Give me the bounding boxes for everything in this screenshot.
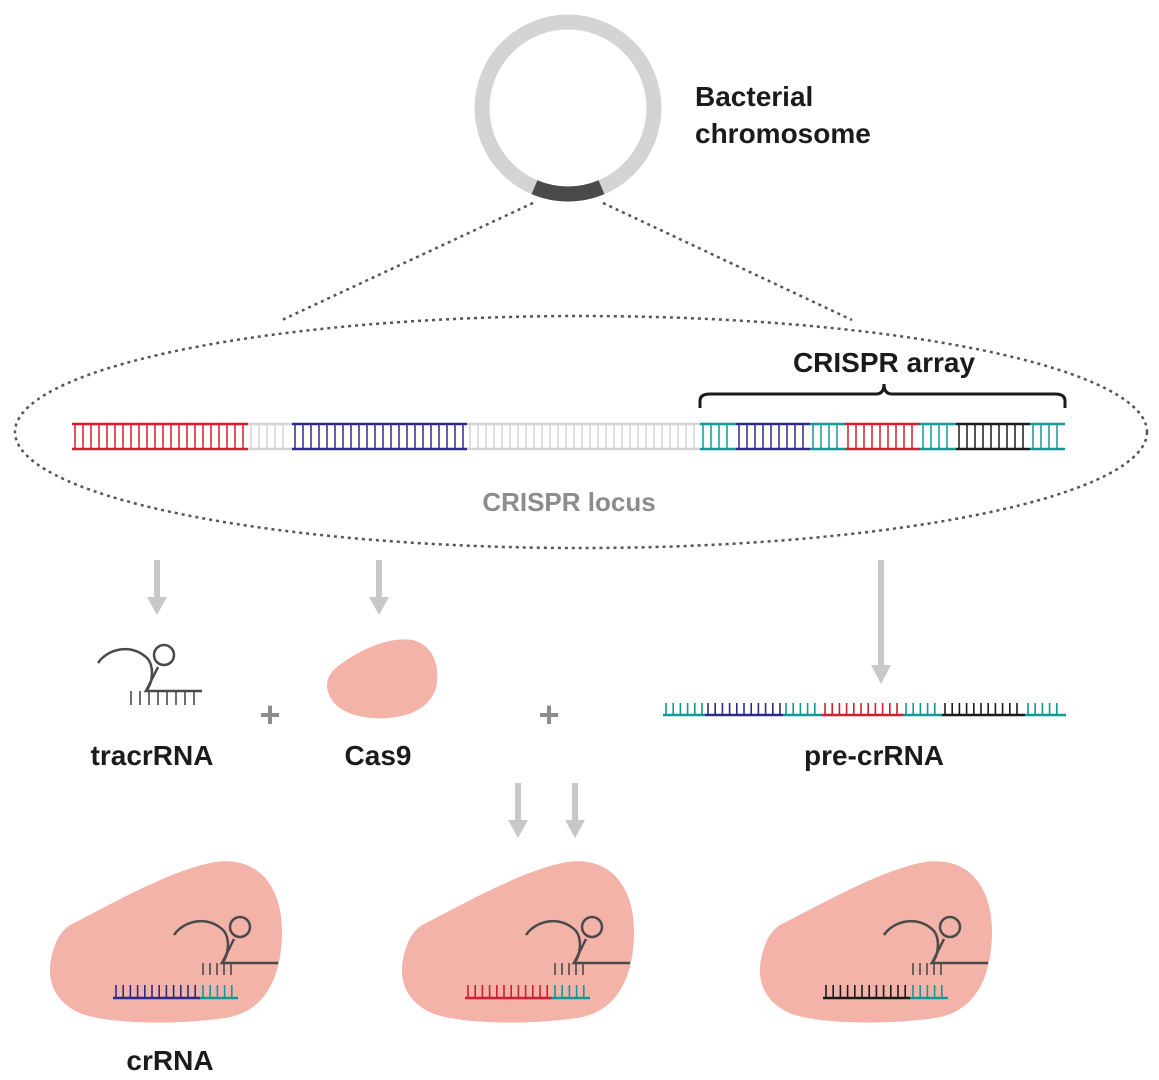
locus-segment-red — [72, 422, 248, 451]
plus-sign-2: + — [538, 694, 559, 735]
tracrrna-icon — [96, 643, 202, 705]
locus-segment-teal — [810, 422, 845, 451]
locus-segment-blue — [292, 422, 467, 451]
locus-segment-teal — [920, 422, 956, 451]
pre-crrna-segment-teal — [663, 703, 705, 717]
arrow-to-cas9 — [369, 560, 389, 615]
zoom-line-left — [281, 201, 534, 322]
cas9-complex-1 — [49, 861, 283, 1023]
crrna-repeat — [910, 985, 948, 1000]
crispr-locus-dna — [72, 422, 1065, 451]
crispr-array-label: CRISPR array — [793, 347, 976, 378]
crrna-spacer-blue — [113, 985, 200, 1000]
pre-crrna-segment-teal — [1025, 703, 1066, 717]
cas9-label: Cas9 — [345, 740, 412, 771]
crispr-locus-region-on-chromosome — [531, 180, 605, 202]
arrow-to-pre-crrna — [871, 560, 891, 684]
pre-crrna-segment-teal — [783, 703, 822, 717]
tracrrna-in-complex — [172, 915, 278, 965]
locus-segment-teal — [1030, 422, 1065, 451]
locus-segment-black — [956, 422, 1030, 451]
cas9-protein-large — [401, 861, 635, 1023]
crrna-spacer-black — [823, 985, 910, 1000]
locus-segment-blue — [736, 422, 810, 451]
crrna-repeat — [200, 985, 238, 1000]
tracrrna-strand — [96, 643, 202, 705]
arrow-to-tracrrna — [147, 560, 167, 615]
arrow-processing-left — [508, 783, 528, 838]
arrow-processing-right — [565, 783, 585, 838]
pre-crrna-segment-teal — [903, 703, 942, 717]
locus-segment-gray — [467, 422, 700, 451]
tracrrna-in-complex — [524, 915, 630, 965]
crispr-locus-ellipse — [13, 314, 1149, 550]
crrna-repeat — [552, 985, 590, 1000]
pre-crrna-strand — [663, 703, 1066, 717]
tracrrna-label: tracrRNA — [91, 740, 214, 771]
crrna-spacer-red — [465, 985, 552, 1000]
cas9-complex-3 — [759, 861, 993, 1023]
zoom-line-right — [602, 201, 853, 322]
pre-crrna-segment-blue — [705, 703, 783, 717]
cas9-protein-icon — [327, 639, 438, 719]
crispr-locus-label: CRISPR locus — [482, 487, 655, 517]
locus-segment-gray — [248, 422, 292, 451]
chromosome-label-line1: Bacterial — [695, 81, 813, 112]
crrna-label: crRNA — [126, 1045, 213, 1076]
tracrrna-in-complex — [882, 915, 988, 965]
cas9-protein-large — [759, 861, 993, 1023]
cas9-complex-2 — [401, 861, 635, 1023]
bacterial-chromosome-ring — [474, 14, 662, 202]
pre-crrna-segment-black — [942, 703, 1025, 717]
locus-segment-red — [845, 422, 920, 451]
locus-segment-teal — [700, 422, 736, 451]
crispr-array-brace — [698, 383, 1067, 408]
chromosome-label-line2: chromosome — [695, 118, 871, 149]
cas9-protein-large — [49, 861, 283, 1023]
plus-sign-1: + — [259, 694, 280, 735]
pre-crrna-label: pre-crRNA — [804, 740, 944, 771]
pre-crrna-segment-red — [822, 703, 903, 717]
